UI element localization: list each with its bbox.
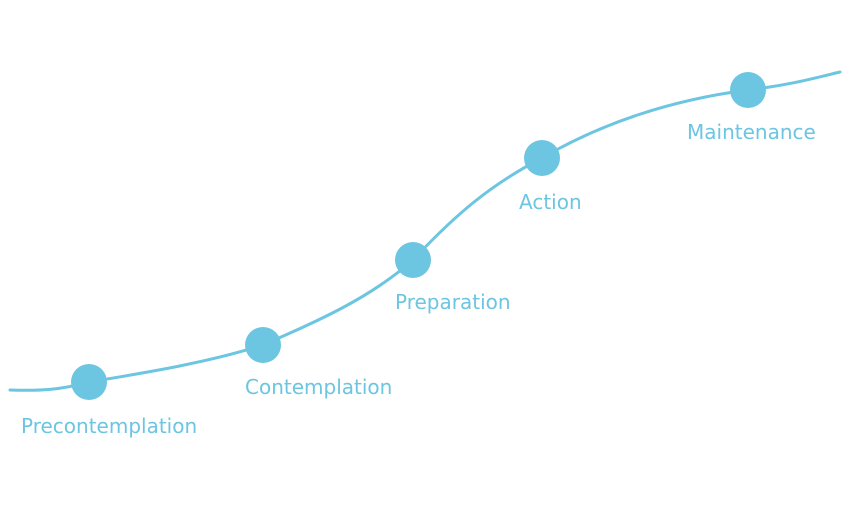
stage-action: Action (519, 140, 582, 214)
stage-marker (71, 364, 107, 400)
stage-label: Contemplation (245, 375, 392, 399)
stage-marker (395, 242, 431, 278)
stage-precontemplation: Precontemplation (21, 364, 197, 438)
stage-marker (245, 327, 281, 363)
stage-label: Maintenance (687, 120, 816, 144)
stage-label: Preparation (395, 290, 511, 314)
stage-marker (730, 72, 766, 108)
stage-preparation: Preparation (395, 242, 511, 314)
stage-maintenance: Maintenance (687, 72, 816, 144)
stage-label: Precontemplation (21, 414, 197, 438)
stage-label: Action (519, 190, 582, 214)
stage-contemplation: Contemplation (245, 327, 392, 399)
stage-marker (524, 140, 560, 176)
